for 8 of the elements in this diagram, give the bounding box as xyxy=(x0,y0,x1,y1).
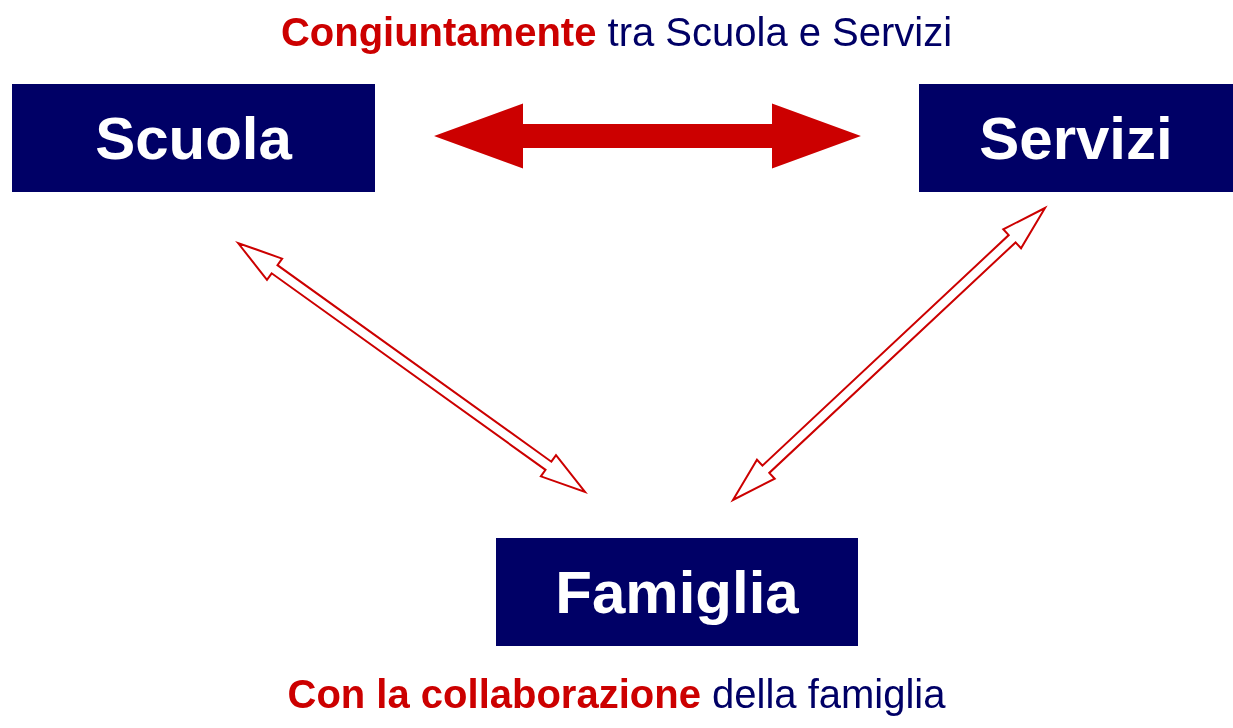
double-arrow xyxy=(235,240,588,495)
label-box: Servizi xyxy=(919,84,1233,192)
double-arrow xyxy=(434,103,861,169)
label-box: Famiglia xyxy=(496,538,858,646)
caption: Con la collaborazione della famiglia xyxy=(286,672,947,717)
title: Congiuntamente tra Scuola e Servizi xyxy=(279,10,954,55)
label-box: Scuola xyxy=(12,84,375,192)
double-arrow xyxy=(730,205,1048,503)
